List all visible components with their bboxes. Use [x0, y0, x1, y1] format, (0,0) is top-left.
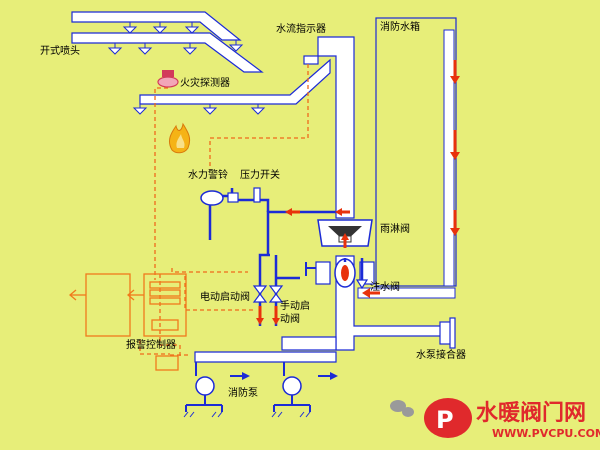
sprinkler-head-icon	[152, 22, 168, 34]
label-fire-detector: 火灾探测器	[180, 76, 230, 89]
wechat-icon	[390, 400, 414, 417]
sprinkler-head-icon	[202, 104, 218, 115]
sprinkler-head-icon	[184, 22, 200, 34]
fire-pump-icon	[282, 376, 302, 396]
water-flow-indicator-icon	[303, 55, 319, 65]
signal-lines	[139, 64, 309, 358]
sprinkler-branch-pipes	[71, 11, 331, 105]
sprinkler-heads	[107, 22, 266, 115]
tank-outlet-pipe	[443, 29, 455, 287]
watermark-url: WWW.PVCPU.COM	[492, 427, 600, 440]
label-open-sprinkler: 开式喷头	[40, 44, 80, 57]
alarm-controller	[85, 273, 187, 371]
sprinkler-head-icon	[107, 43, 123, 55]
label-alarm-controller: 报警控制器	[126, 338, 176, 351]
branch-pipe-1	[71, 11, 242, 41]
fire-detector-icon	[157, 70, 179, 88]
sprinkler-head-icon	[132, 104, 148, 115]
controller-right-cabinet	[143, 273, 187, 337]
pump-control-box	[155, 355, 179, 371]
label-water-alarm-bell: 水力警铃	[188, 168, 228, 181]
manual-start-valve-icon	[268, 285, 284, 303]
label-water-flow-indicator: 水流指示器	[276, 22, 326, 35]
label-manual-start-valve-line2: 动阀	[280, 312, 300, 325]
brand-logo-icon: P	[424, 398, 472, 438]
controller-signal-arrows	[68, 289, 144, 301]
tank-supply-pipe	[357, 287, 456, 299]
sprinkler-head-icon	[182, 43, 198, 55]
sprinkler-head-icon	[137, 43, 153, 55]
label-pump-adapter: 水泵接合器	[416, 348, 466, 361]
label-pressure-switch: 压力开关	[240, 168, 280, 181]
fire-pump-icon	[195, 376, 215, 396]
label-fire-pump: 消防泵	[228, 386, 258, 399]
label-fire-water-tank: 消防水箱	[380, 20, 420, 33]
flow-arrows	[256, 60, 460, 325]
label-deluge-valve: 雨淋阀	[380, 222, 410, 235]
sprinkler-head-icon	[250, 104, 266, 115]
ground-hatching	[183, 411, 311, 418]
watermark-brand: 水暖阀门网	[476, 400, 586, 426]
label-manual-start-valve-line1: 手动启	[280, 299, 310, 312]
fire-pump-1	[185, 362, 250, 412]
label-electric-start-valve: 电动启动阀	[200, 290, 250, 303]
fire-flame-icon	[169, 122, 191, 154]
watermark: P 水暖阀门网 WWW.PVCPU.COM	[390, 398, 600, 440]
label-fill-valve: 注水阀	[370, 280, 400, 293]
fire-water-tank	[375, 17, 457, 287]
electric-start-valve-icon	[252, 285, 268, 303]
header-pipe	[281, 336, 337, 351]
pressure-switch-icon	[253, 187, 261, 203]
controller-left-cabinet	[85, 273, 131, 337]
sprinkler-head-icon	[228, 40, 244, 52]
pump-adapter-icon	[439, 317, 456, 349]
sprinkler-head-icon	[122, 22, 138, 34]
pump-header-pipe	[194, 351, 337, 363]
fire-pump-2	[273, 362, 338, 412]
gate-valve-icon	[305, 258, 375, 288]
water-alarm-bell-icon	[200, 190, 239, 206]
riser-upper	[317, 36, 355, 219]
branch-pipe-2	[71, 32, 264, 73]
fill-valve-icon	[355, 279, 369, 290]
svg-text:P: P	[436, 406, 454, 434]
